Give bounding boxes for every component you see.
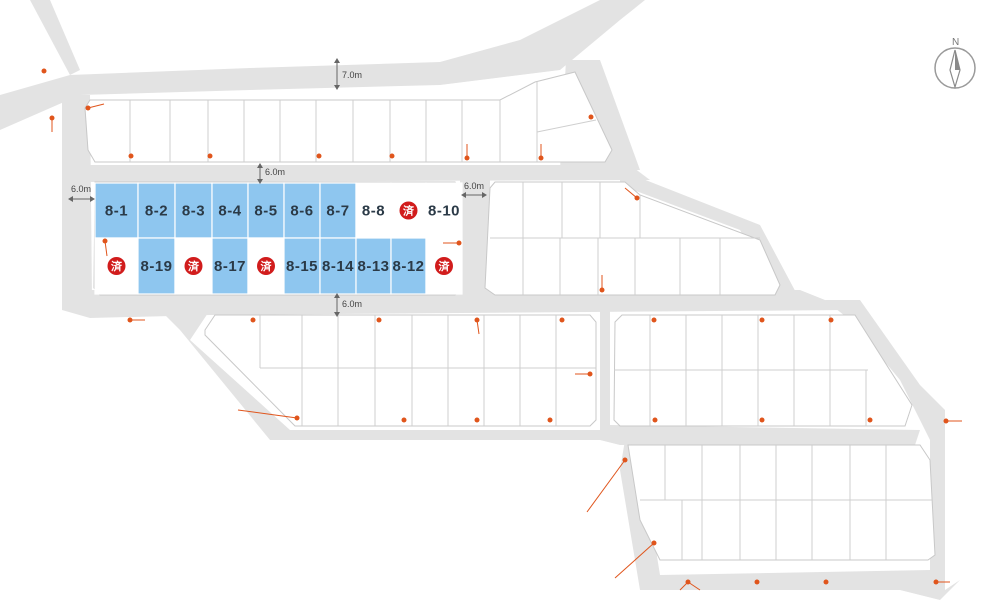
- sold-mark: 済: [403, 204, 415, 218]
- dimension-top: 7.0m: [334, 58, 362, 90]
- marker-dot: [651, 317, 657, 323]
- marker-dot: [128, 153, 134, 159]
- lot-8-1[interactable]: 8-1: [94, 182, 139, 239]
- marker-dot: [754, 579, 760, 585]
- lot-shape: [211, 182, 249, 239]
- lot-shape: [390, 237, 427, 295]
- lot-shape: [425, 182, 463, 239]
- lot-8-15[interactable]: 8-15: [283, 237, 321, 295]
- lot-8-8[interactable]: 8-8: [355, 182, 392, 239]
- marker-dot: [376, 317, 382, 323]
- lot-label: 8-8: [362, 202, 385, 219]
- lot-sold-lots_bottom_row-0[interactable]: 済: [94, 237, 139, 295]
- lot-8-4[interactable]: 8-4: [211, 182, 249, 239]
- lot-label: 8-4: [218, 202, 241, 219]
- compass-icon: N: [934, 37, 976, 90]
- dimension-middle: 6.0m: [257, 163, 285, 184]
- lot-8-3[interactable]: 8-3: [174, 182, 213, 239]
- lot-label: 8-7: [326, 202, 349, 219]
- dimension-right: 6.0m: [461, 181, 487, 198]
- lot-label: 8-15: [286, 258, 318, 275]
- lot-shape: [355, 237, 392, 295]
- roads: [0, 0, 960, 600]
- lot-shape: [283, 182, 321, 239]
- lot-shape: [355, 182, 392, 239]
- lot-8-2[interactable]: 8-2: [137, 182, 176, 239]
- lot-label: 8-17: [214, 258, 246, 275]
- lot-sold-lots_bottom_row-4[interactable]: 済: [247, 237, 285, 295]
- block-top: [84, 71, 613, 163]
- road-width-bottom: 6.0m: [342, 299, 362, 309]
- lot-8-5[interactable]: 8-5: [247, 182, 285, 239]
- marker-dot: [588, 114, 594, 120]
- lot-sold-lots_top_row-8[interactable]: 済: [390, 182, 427, 239]
- lot-label: 8-14: [322, 258, 354, 275]
- lot-8-17[interactable]: 8-17: [211, 237, 249, 295]
- lot-label: 8-13: [357, 258, 389, 275]
- lot-shape: [137, 182, 176, 239]
- lot-shape: [174, 182, 213, 239]
- lot-8-10[interactable]: 8-10: [425, 182, 463, 239]
- lot-label: 8-5: [254, 202, 277, 219]
- marker-dot: [759, 417, 765, 423]
- road-width-middle: 6.0m: [265, 167, 285, 177]
- marker-dot: [828, 317, 834, 323]
- marker-dot: [316, 153, 322, 159]
- lot-label: 8-2: [145, 202, 168, 219]
- road-width-top: 7.0m: [342, 70, 362, 80]
- sold-mark: 済: [261, 259, 273, 273]
- lot-label: 8-19: [140, 258, 172, 275]
- sold-mark: 済: [188, 259, 200, 273]
- sold-badge: [184, 257, 203, 275]
- marker-dot: [401, 417, 407, 423]
- marker-dot: [867, 417, 873, 423]
- lot-8-14[interactable]: 8-14: [319, 237, 357, 295]
- lot-shape: [283, 237, 321, 295]
- lots-top-row: 8-1 8-2 8-3 8-4 8-5 8-6 8-7 8-8 済 8-10: [94, 182, 463, 239]
- lot-label: 8-12: [392, 258, 424, 275]
- survey-markers: [41, 68, 962, 591]
- marker-dot: [41, 68, 47, 74]
- compass-north-label: N: [952, 37, 959, 48]
- lot-label: 8-6: [290, 202, 313, 219]
- sold-mark: 済: [111, 259, 123, 273]
- lot-sold-lots_bottom_row-9[interactable]: 済: [425, 237, 463, 295]
- block-lower-left: [204, 314, 597, 427]
- marker-dot: [547, 417, 553, 423]
- marker-dot: [652, 417, 658, 423]
- marker-dot: [759, 317, 765, 323]
- marker-dot: [559, 317, 565, 323]
- marker-dot: [474, 417, 480, 423]
- lot-8-6[interactable]: 8-6: [283, 182, 321, 239]
- lot-8-7[interactable]: 8-7: [319, 182, 357, 239]
- sold-badge: [435, 257, 453, 275]
- dimension-left: 6.0m: [68, 184, 95, 202]
- sold-badge: [399, 201, 418, 220]
- sold-badge: [257, 257, 275, 275]
- sold-mark: 済: [439, 259, 451, 273]
- road-width-left: 6.0m: [71, 184, 91, 194]
- lot-shape: [211, 237, 249, 295]
- lot-label: 8-10: [428, 202, 460, 219]
- marker-dot: [389, 153, 395, 159]
- block-right: [484, 181, 781, 296]
- lot-8-12[interactable]: 8-12: [390, 237, 427, 295]
- dimension-bottom: 6.0m: [334, 293, 362, 317]
- lot-8-19[interactable]: 8-19: [137, 237, 176, 295]
- lot-label: 8-3: [182, 202, 205, 219]
- block-bottom: [627, 444, 936, 561]
- lot-shape: [319, 182, 357, 239]
- marker-dot: [207, 153, 213, 159]
- sold-badge: [107, 257, 126, 275]
- lot-8-13[interactable]: 8-13: [355, 237, 392, 295]
- marker-dot: [823, 579, 829, 585]
- lot-label: 8-1: [105, 202, 128, 219]
- block-lower-right: [613, 314, 913, 427]
- lot-sold-lots_bottom_row-2[interactable]: 済: [174, 237, 213, 295]
- road-width-right: 6.0m: [464, 181, 484, 191]
- marker-dot: [250, 317, 256, 323]
